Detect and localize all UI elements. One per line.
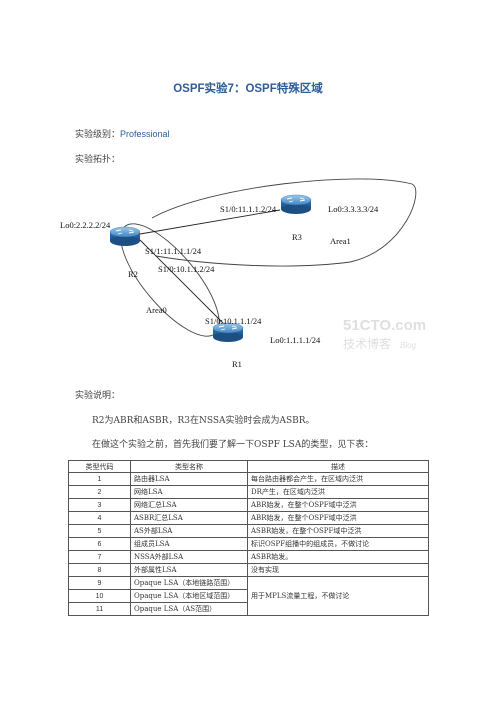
page-title: OSPF实验7：OSPF特殊区域 — [173, 83, 323, 95]
cell-desc: ABR始发，在整个OSPF域中泛洪 — [247, 511, 429, 525]
r3-name: R3 — [292, 232, 302, 242]
cell-desc: 标识OSPF组播中的组成员，不做讨论 — [247, 537, 429, 551]
router-r2 — [109, 226, 141, 246]
cell-code: 1 — [68, 472, 131, 486]
topology-label: 实验拓扑： — [75, 155, 121, 165]
r1-name: R1 — [232, 359, 242, 369]
r3-s10-label: S1/0:11.1.1.2/24 — [220, 204, 277, 214]
watermark-site: 51CTO.com — [343, 317, 426, 334]
header-name: 类型名称 — [130, 460, 248, 473]
header-code: 类型代码 — [68, 460, 131, 473]
table-header-row: 类型代码 类型名称 描述 — [68, 460, 429, 473]
level-label: 实验级别： — [75, 130, 121, 140]
cell-name: 路由器LSA — [130, 472, 248, 486]
cell-code: 11 — [68, 602, 131, 616]
cell-desc: 没有实现 — [247, 563, 429, 577]
router-r3 — [280, 194, 312, 214]
cell-name: Opaque LSA（本地链路范围） — [130, 576, 248, 590]
r1-loopback-label: Lo0:1.1.1.1/24 — [270, 335, 321, 345]
cell-code: 6 — [68, 537, 131, 551]
r1-s10-label: S1/0:10.1.1.1/24 — [205, 316, 262, 326]
cell-name: NSSA外部LSA — [130, 550, 248, 564]
watermark-blog-en: Blog — [400, 341, 417, 350]
r2-loopback-label: Lo0:2.2.2.2/24 — [60, 220, 111, 230]
cell-name: 网络LSA — [130, 485, 248, 499]
level-line: 实验级别：Professional — [75, 127, 170, 140]
cell-name: 组成员LSA — [130, 537, 248, 551]
cell-code: 2 — [68, 485, 131, 499]
r3-loopback-label: Lo0:3.3.3.3/24 — [328, 204, 379, 214]
cell-code: 7 — [68, 550, 131, 564]
area0-label: Area0 — [146, 305, 167, 315]
cell-code: 5 — [68, 524, 131, 538]
cell-code: 10 — [68, 589, 131, 603]
level-value: Professional — [120, 129, 170, 139]
cell-desc: 每台路由器都会产生，在区域内泛洪 — [247, 472, 429, 486]
cell-desc: ASBR始发，在整个OSPF域中泛洪 — [247, 524, 429, 538]
topology-diagram: Lo0:2.2.2.2/24 R2 S1/1:11.1.1.1/24 S1/0:… — [60, 178, 426, 369]
cell-name: 网络汇总LSA — [130, 498, 248, 512]
area1-label: Area1 — [330, 236, 351, 246]
cell-code: 4 — [68, 511, 131, 525]
cell-desc: ASBR始发。 — [247, 550, 429, 564]
r2-name: R2 — [128, 269, 138, 279]
watermark-blog-cn: 技术博客 — [343, 336, 391, 351]
cell-code: 3 — [68, 498, 131, 512]
cell-code: 8 — [68, 563, 131, 577]
link-r2-r1 — [139, 239, 231, 331]
cell-name: ASBR汇总LSA — [130, 511, 248, 525]
cell-desc: DR产生，在区域内泛洪 — [247, 485, 429, 499]
link-r2-r3 — [139, 209, 281, 235]
cell-name: Opaque LSA（本地区域范围） — [130, 589, 248, 603]
area1-boundary — [151, 178, 417, 267]
description-line-2: 在做这个实验之前，首先我们要了解一下OSPF LSA的类型，见下表： — [92, 440, 374, 450]
r2-s10-label: S1/0:10.1.1.2/24 — [158, 264, 215, 274]
description-label: 实验说明： — [75, 391, 121, 401]
router-r1 — [212, 322, 244, 342]
description-line-1: R2为ABR和ASBR，R3在NSSA实验时会成为ASBR。 — [92, 416, 315, 426]
r2-s11-label: S1/1:11.1.1.1/24 — [145, 246, 202, 256]
cell-name: AS外部LSA — [130, 524, 248, 538]
cell-desc-opaque: 用于MPLS流量工程，不做讨论 — [247, 576, 429, 616]
cell-name: 外部属性LSA — [130, 563, 248, 577]
watermark-logo: 51CTO.com 技术博客 Blog — [343, 317, 426, 351]
cell-code: 9 — [68, 576, 131, 590]
header-desc: 描述 — [247, 460, 429, 473]
cell-name: Opaque LSA（AS范围） — [130, 602, 248, 616]
cell-desc: ABR始发，在整个OSPF域中泛洪 — [247, 498, 429, 512]
